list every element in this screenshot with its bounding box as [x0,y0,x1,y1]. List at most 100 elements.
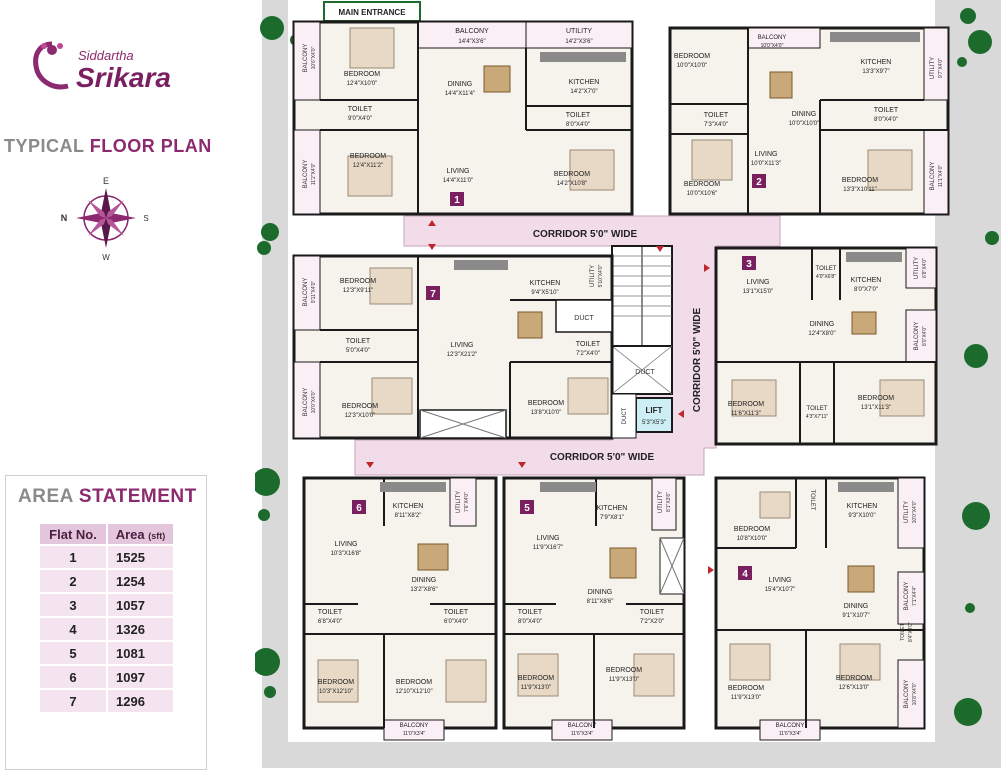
room-size: 10'0"X4'0" [912,500,918,523]
room-name: BALCONY [914,322,920,351]
room-name: UTILITY [566,28,592,35]
room-name: DINING [792,111,817,118]
flat-4: BEDROOM 10'8"X10'0" TOILET KITCHEN 9'3"X… [714,476,926,741]
room-name: BALCONY [400,723,429,729]
flat-1-number: 1 [454,195,460,206]
room-size: 6'8"X4'0" [922,258,928,278]
room-name: KITCHEN [530,280,561,287]
room-size: 8'11"X8'2" [395,513,422,519]
room-name: BEDROOM [340,278,376,285]
room-size: 8'1"X3'6" [666,492,672,512]
room-size: 8'0"X4'0" [922,326,928,346]
room-name: BALCONY [303,388,309,417]
room-size: 6'0"X4'0" [444,619,468,625]
room-name: UTILITY [456,491,462,513]
left-panel: Siddartha Srikara TYPICAL FLOOR PLAN E N… [0,0,255,770]
room-name: TOILET [704,112,729,119]
room-name: BEDROOM [344,71,380,78]
room-size: 9'1"X10'7" [842,613,869,619]
room-size: 11'9"X13'0" [521,685,551,691]
compass-n: N [61,213,68,223]
room-size: 8'0"X4'0" [566,122,590,128]
room-name: BEDROOM [684,181,720,188]
flat-2-number: 2 [756,177,762,188]
room-size: 10'8"X10'0" [737,536,768,542]
walkway-left [262,0,288,768]
room-name: BEDROOM [342,403,378,410]
room-size: 12'6"X13'0" [839,685,870,691]
room-name: BEDROOM [674,53,710,60]
room-name: UTILITY [658,491,664,513]
room-size: 14'2"X7'0" [570,89,597,95]
room-name: BALCONY [904,680,910,709]
room-name: LIVING [447,168,470,175]
walkway-bottom [262,742,1001,768]
room-size: 14'4"X11'4" [445,91,475,97]
room-name: BEDROOM [606,667,642,674]
room-name: TOILET [900,623,906,640]
room-size: 4'3"X7'11" [806,414,829,420]
flat-3: LIVING 13'1"X15'0" TOILET 4'0"X6'8" KITC… [714,246,938,446]
room-name: UTILITY [930,57,936,79]
duct-2-label: DUCT [622,407,628,424]
room-size: 7'9"X8'1" [600,515,624,521]
room-name: DINING [810,321,835,328]
compass-w: W [102,253,110,262]
room-size: 13'1"X15'0" [743,289,774,295]
room-name: BALCONY [303,278,309,307]
room-size: 10'6"X4'0" [311,46,317,69]
room-name: BALCONY [776,723,805,729]
col-flat-header: Flat No. [40,524,106,544]
plan-title: TYPICAL FLOOR PLAN [4,136,212,157]
room-size: 9'0"X4'0" [348,116,372,122]
room-size: 5'10"X4'0" [598,264,604,287]
room-size: 7'2"X4'0" [576,351,600,357]
room-size: 12'4"X10'0" [347,81,378,87]
room-name: TOILET [640,609,665,616]
room-name: TOILET [566,112,591,119]
lift-label: LIFT [646,406,663,415]
room-name: TOILET [318,609,343,616]
room-name: BEDROOM [396,679,432,686]
corridor-vert-label: CORRIDOR 5'0" WIDE [692,307,703,412]
room-name: BEDROOM [528,400,564,407]
compass-e: E [103,176,109,186]
room-size: 11'9"X13'0" [609,677,639,683]
room-size: 8'0"X4'0" [518,619,542,625]
flat-3-number: 3 [746,259,752,270]
logo-icon [33,41,69,90]
compass-s: S [143,214,148,223]
room-name: LIVING [537,535,560,542]
room-name: BALCONY [455,28,489,35]
room-name: KITCHEN [851,277,882,284]
room-size: 10'8"X4'0" [912,682,918,705]
room-name: BEDROOM [858,395,894,402]
room-size: 7'1"X4'4" [912,586,918,606]
room-size: 10'3"X12'10" [319,689,353,695]
area-title-part2: STATEMENT [78,486,197,507]
brand-name: Srikara [76,62,171,93]
room-name: TOILET [874,107,899,114]
room-name: UTILITY [914,257,920,279]
room-size: 11'6"X11'3" [731,411,761,417]
flat-1: BALCONY 10'6"X4'0" BEDROOM 12'4"X10'0" B… [292,20,634,216]
room-size: 14'4"X11'0" [443,178,473,184]
flat-5-number: 5 [524,503,530,514]
floor-plan: MAIN ENTRANCE CORRIDOR 5'0" WIDE CORRIDO… [255,0,1001,768]
room-name: BEDROOM [318,679,354,686]
area-statement-title: AREA STATEMENT [18,486,197,508]
room-size: 11'1"X4'0" [938,165,944,188]
flat-7-number: 7 [430,289,436,300]
lift [635,397,673,433]
compass-icon: E N S W [61,176,149,262]
room-name: LIVING [769,577,792,584]
room-name: BEDROOM [842,177,878,184]
room-size: 14'2"X3'6" [565,39,592,45]
room-name: LIVING [747,279,770,286]
room-name: KITCHEN [569,79,600,86]
room-size: 12'10"X12'10" [395,689,432,695]
plan-title-part1: TYPICAL [4,136,85,156]
